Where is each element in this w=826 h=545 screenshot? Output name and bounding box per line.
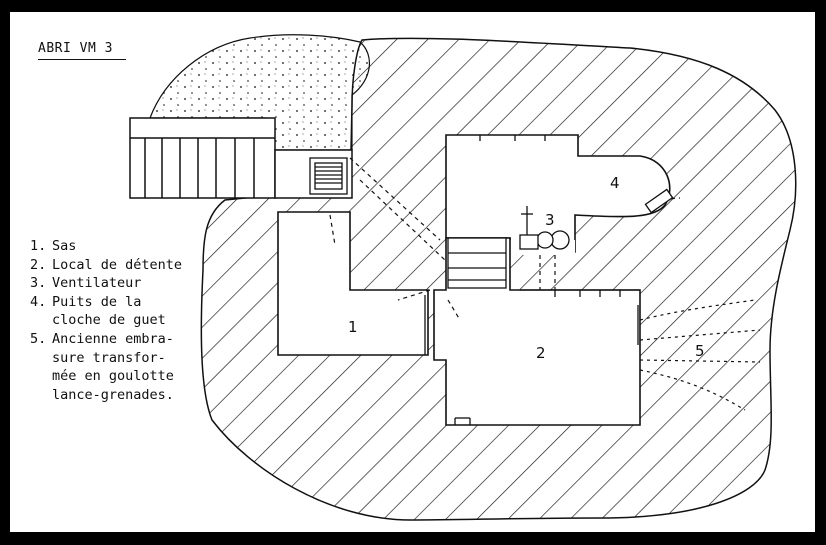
legend-item-continued: lance-grenades. — [30, 386, 182, 405]
legend-text: Sas — [52, 238, 77, 254]
embrasure-5 — [639, 299, 761, 411]
legend-number: 1. — [30, 238, 47, 254]
legend-item-continued: cloche de guet — [30, 311, 182, 330]
legend-item: 5. Ancienne embra- — [30, 330, 182, 349]
legend-number: 4. — [30, 293, 47, 310]
airflow-paths — [329, 157, 681, 321]
room-label-2: 2 — [536, 344, 546, 362]
legend-text: Ventilateur — [52, 275, 142, 292]
room-label-4: 4 — [610, 174, 620, 192]
legend-text: Ancienne embra- — [52, 330, 174, 347]
vent-grille — [309, 157, 348, 195]
wall-ticks — [424, 135, 640, 425]
room-4-well — [445, 134, 671, 253]
inner-steps — [447, 237, 507, 289]
legend-text: mée en goulotte — [52, 368, 174, 385]
legend-text: sure transfor- — [52, 349, 166, 366]
legend-number: 2. — [30, 256, 47, 273]
legend-item: 4. Puits de la — [30, 293, 182, 312]
room-label-3: 3 — [545, 211, 555, 229]
legend-item: 2. Local de détente — [30, 256, 182, 275]
legend-item: 3. Ventilateur — [30, 274, 182, 293]
legend-text: cloche de guet — [52, 312, 166, 329]
legend-item: 1. Sas — [30, 237, 182, 256]
legend-text: lance-grenades. — [52, 386, 174, 403]
room-label-5: 5 — [695, 342, 705, 360]
plan-title: ABRI VM 3 — [38, 41, 113, 56]
legend-text: Local de détente — [52, 256, 183, 273]
legend-number: 5. — [30, 330, 47, 347]
legend-number: 3. — [30, 275, 47, 292]
ventilator-symbol — [519, 206, 570, 250]
periscope — [644, 188, 674, 214]
room-label-1: 1 — [348, 318, 358, 336]
legend-text: Puits de la — [52, 293, 142, 310]
legend: 1. Sas 2. Local de détente 3. Ventilateu… — [30, 235, 187, 407]
legend-item-continued: sure transfor- — [30, 349, 182, 368]
legend-item-continued: mée en goulotte — [30, 367, 182, 386]
title-underline — [38, 59, 126, 60]
